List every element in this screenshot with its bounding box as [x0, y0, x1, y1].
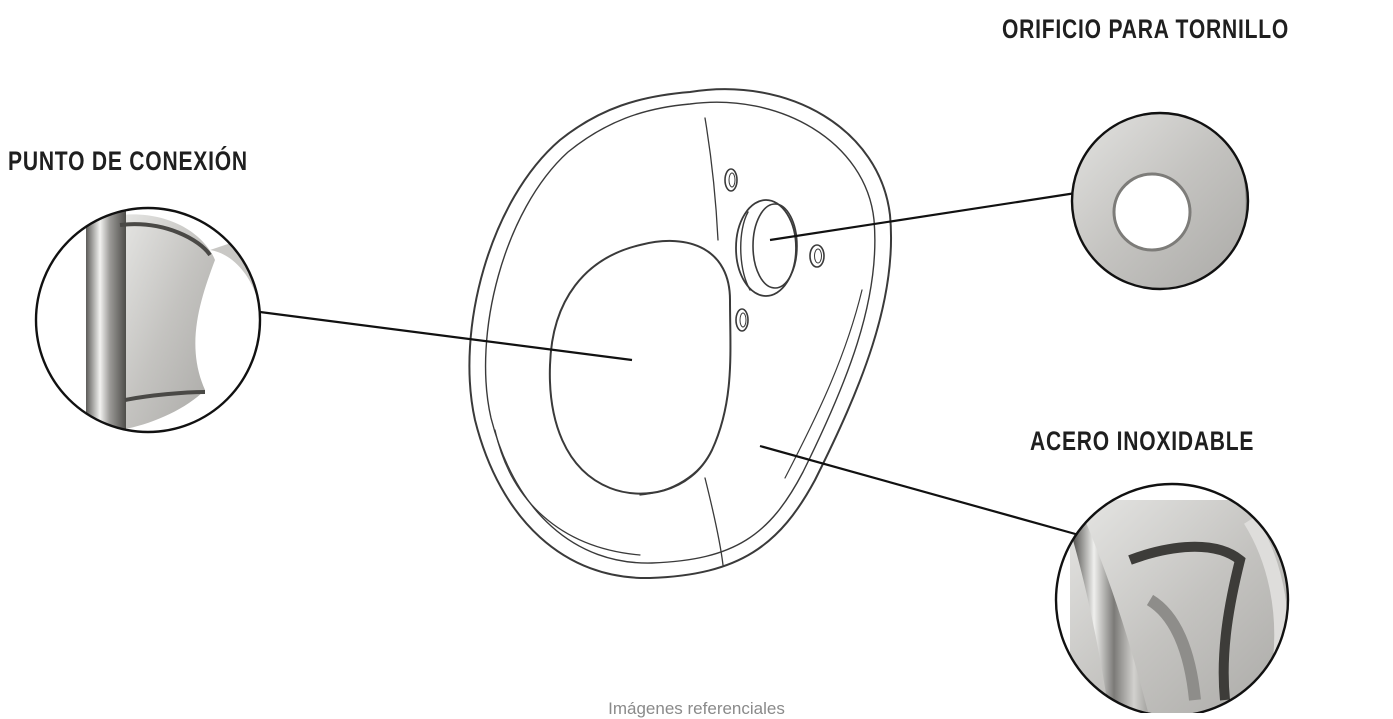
- label-stainless-steel: ACERO INOXIDABLE: [1030, 426, 1254, 457]
- small-hole-right-inner: [815, 249, 822, 263]
- small-hole-bottom-inner: [740, 313, 746, 327]
- plate-rim-line-right: [785, 290, 862, 478]
- plate-large-opening: [550, 241, 731, 494]
- screw-collar-inner: [753, 204, 797, 288]
- plate-outer-edge: [469, 89, 891, 578]
- plate-seam-top: [705, 118, 718, 240]
- zoom-bubble-screw-hole: [1060, 100, 1260, 300]
- leader-line-steel: [760, 446, 1079, 535]
- label-screw-hole: ORIFICIO PARA TORNILLO: [1002, 14, 1289, 45]
- reference-images-note: Imágenes referenciales: [0, 699, 1393, 719]
- small-hole-top-inner: [729, 173, 735, 187]
- zoom-bubble-stainless-steel: [1050, 480, 1300, 713]
- plate-large-opening-depth: [640, 450, 712, 495]
- escutcheon-plate-drawing: [469, 89, 891, 578]
- leader-lines: [260, 193, 1079, 535]
- leader-line-connection: [260, 312, 632, 360]
- zoom-bubble-connection: [30, 200, 270, 440]
- plate-inner-edge: [486, 102, 875, 563]
- leader-line-screw: [770, 193, 1076, 240]
- label-connection-point: PUNTO DE CONEXIÓN: [8, 146, 248, 177]
